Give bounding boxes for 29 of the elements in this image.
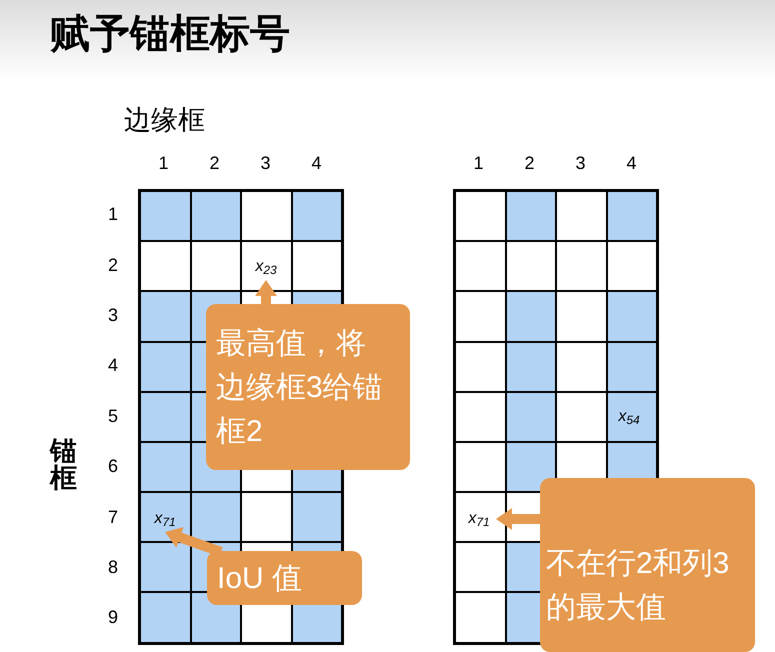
row-number: 4 [106,354,119,378]
callout-box: 不在行2和列3的最大值 [540,478,755,652]
callout-pointer [496,508,541,530]
callout-box: 最高值，将边缘框3给锚框2 [206,304,410,470]
cell-value: x$_{23}$ [249,254,283,280]
row-number: 7 [106,506,119,529]
column-number: 4 [625,152,638,175]
axis-title: 边缘框 [124,104,206,136]
callout-pointer [255,280,277,305]
column-number: 1 [157,152,170,175]
column-number: 4 [310,152,322,175]
cell-value: x$_{71}$ [462,506,496,532]
callout-box: IoU 值 [207,551,362,605]
cell-value: x$_{71}$ [148,506,182,532]
row-number: 3 [106,304,119,327]
row-number: 1 [106,203,119,226]
column-number: 1 [472,152,484,175]
column-number: 3 [574,152,586,175]
row-number: 6 [106,455,119,478]
row-number: 9 [106,606,119,630]
column-number: 2 [208,152,220,175]
row-number: 2 [106,254,119,277]
column-number: 3 [259,152,272,175]
slide-title: 赋予锚框标号 [50,11,290,58]
cell-value: x$_{54}$ [617,407,641,429]
column-number: 2 [523,152,536,175]
row-number: 8 [106,556,119,579]
row-number: 5 [106,404,119,428]
axis-title: 锚框 [50,435,78,495]
